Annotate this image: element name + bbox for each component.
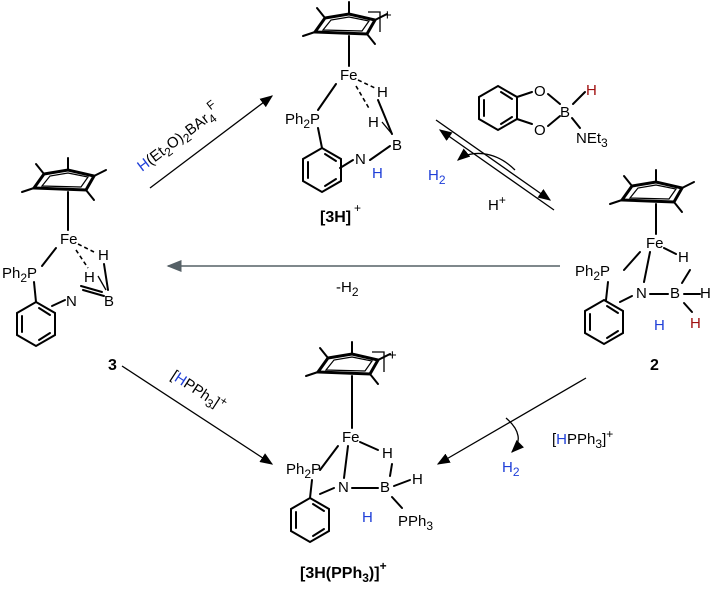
h-atom: H [382,445,393,462]
top-bracket-charge: + [383,7,392,24]
h2-label-top: H2 [428,167,446,187]
h-atom: H [368,114,379,131]
h-atom: H [700,285,711,302]
catecholborane-reagent: O O B H NEt3 [478,82,608,150]
compound-2-structure: Fe H Ph2P N H B H H [575,168,711,345]
proton-label: H+ [488,193,506,214]
h-atom: H [678,249,689,266]
compound-label-3: 3 [108,357,117,374]
n-atom: N [338,479,349,496]
o-atom: O [534,83,546,100]
h2-label-bottom: H2 [502,459,520,479]
fe-atom: Fe [342,429,360,446]
compound-label-3HPPh3: [3H(PPh3)]+ [300,559,387,585]
h2-release-arrow [457,148,516,171]
protonation-arrow [149,95,274,189]
n-atom: N [636,285,647,302]
b-atom: B [392,137,402,154]
b-h-hydrogen: H [690,315,701,332]
triethylamine: NEt3 [576,130,608,150]
compound-label-3H: [3H] [320,209,351,226]
fe-atom: Fe [646,235,664,252]
compound-label-2: 2 [650,357,659,374]
ph2p-atom: Ph2P [285,111,320,131]
h-atom: H [84,269,95,286]
fe-atom: Fe [340,67,358,84]
minus-h2-label: -H2 [336,279,359,299]
hpph3-label-right: [HPPh3]+ [552,427,613,451]
h-atom: H [412,471,423,488]
b-atom: B [670,285,680,302]
n-h-hydrogen: H [362,509,373,526]
forward-arrow-to-2 [435,119,552,201]
compound-3H-structure: Fe H Ph2P H B N H [285,0,402,193]
h-atom: H [98,247,109,264]
hpph3-label-left: [HPPh3]+ [166,364,230,417]
b-atom: B [560,104,570,121]
b-h-hydrogen: H [586,82,597,99]
n-atom: N [355,151,366,168]
n-h-hydrogen: H [372,165,383,182]
compound-3HPPh3-structure: Fe H Ph2P N H B H PPh3 [286,340,433,543]
phosphonium-arrow-left [121,365,274,465]
compound-3-structure: Fe H Ph2P H B N [2,156,114,347]
reverse-arrow-to-3H [438,129,555,211]
fe-atom: Fe [60,231,78,248]
n-atom: N [66,293,77,310]
b-atom: B [380,479,390,496]
o-atom: O [534,122,546,139]
hbarf-reagent-label: H(Et2O)2BAr4F [131,97,226,177]
ph2p-atom: Ph2P [286,461,321,481]
bottom-bracket-charge: + [388,347,397,364]
ph2p-atom: Ph2P [575,263,610,283]
b-atom: B [104,293,114,310]
compound-3H-charge: + [354,201,361,215]
h2-release-arrow-bottom [505,417,524,453]
h-atom: H [377,84,388,101]
pph3-ligand: PPh3 [398,513,433,533]
ph2p-atom: Ph2P [2,265,37,285]
n-h-hydrogen: H [654,317,665,334]
phosphonium-arrow-right [436,377,587,465]
